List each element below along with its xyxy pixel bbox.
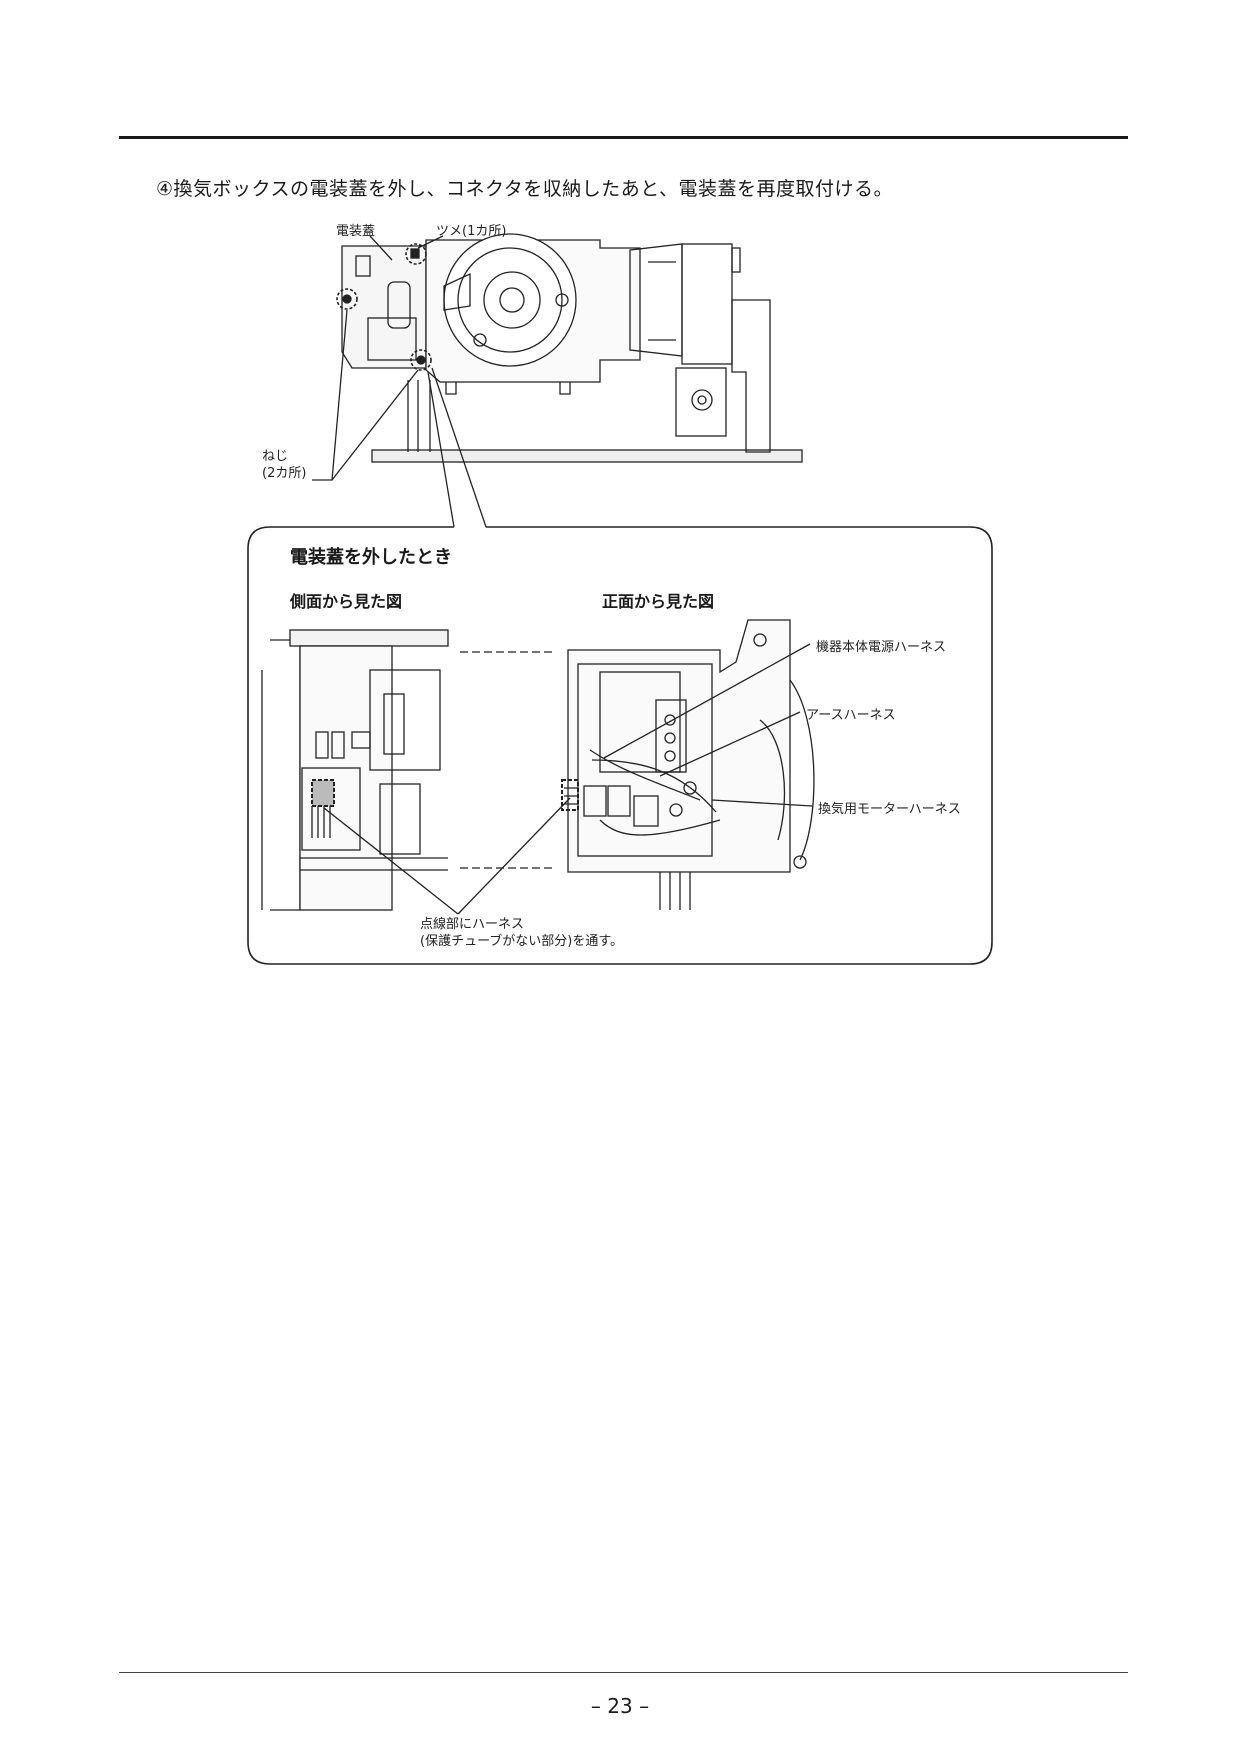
label-earth-harness: アースハーネス [806,708,896,723]
dotted-area-note: 点線部にハーネス (保護チューブがない部分)を通す。 [420,916,623,950]
page-number: – 23 – [590,1694,650,1718]
front-view-title: 正面から見た図 [602,592,715,611]
instruction-text: ④換気ボックスの電装蓋を外し、コネクタを収納したあと、電装蓋を再度取付ける。 [156,178,893,200]
ventilation-box-drawing [341,233,803,463]
label-claw: ツメ(1カ所) [436,224,507,239]
label-screws: ねじ (2カ所) [262,448,306,482]
label-screws-line1: ねじ [262,449,289,464]
note-line1: 点線部にハーネス [420,917,525,932]
top-rule [119,136,1128,139]
bottom-rule [119,1672,1128,1673]
label-motor-harness: 換気用モーターハーネス [818,802,961,817]
side-view-drawing [261,629,449,911]
installation-diagram [247,233,993,965]
label-power-harness: 機器本体電源ハーネス [816,640,947,655]
label-screws-line2: (2カ所) [262,466,307,481]
side-view-title: 側面から見た図 [290,592,403,611]
label-electrical-cover: 電装蓋 [336,224,376,239]
front-view-drawing [561,619,815,910]
note-line2: (保護チューブがない部分)を通す。 [420,934,624,949]
detail-box-title: 電装蓋を外したとき [290,547,452,568]
